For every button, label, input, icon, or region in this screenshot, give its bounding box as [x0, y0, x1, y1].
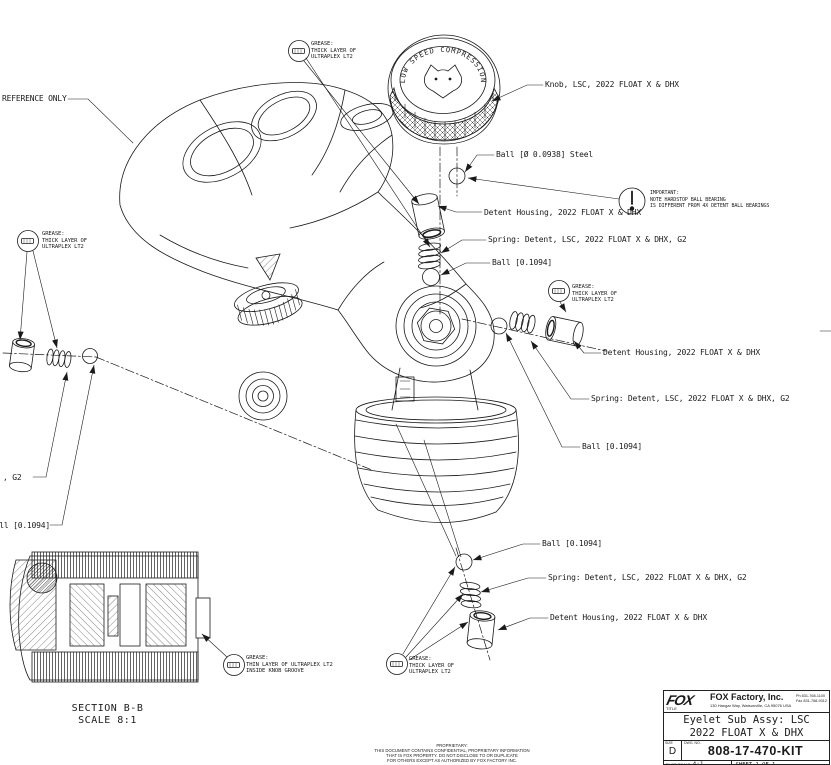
sheet-label: SHEET 1 OF 1: [730, 761, 829, 765]
eyelet-bore: [395, 285, 477, 367]
drawing-title: Eyelet Sub Assy: LSC 2022 FLOAT X & DHX: [683, 713, 810, 739]
company-name: FOX Factory, Inc.: [710, 692, 784, 702]
callout-spring-detent-right: Spring: Detent, LSC, 2022 FLOAT X & DHX,…: [591, 394, 790, 403]
leader-lines: [32, 84, 602, 631]
centerlines: [2, 146, 607, 661]
callout-ball-bottom: Ball [0.1094]: [542, 539, 603, 548]
knob-face-text: LOW SPEED COMPRESSION: [399, 46, 486, 83]
callout-detent-housing-mid: Detent Housing, 2022 FLOAT X & DHX: [484, 208, 641, 217]
note-important: IMPORTANT: NOTE HARDSTOP BALL BEARING IS…: [650, 190, 770, 209]
grease-balloon-right: [548, 280, 570, 313]
callout-spring-detent-bottom: Spring: Detent, LSC, 2022 FLOAT X & DHX,…: [548, 573, 747, 582]
grease-note-bottom-mid: GREASE: THICK LAYER OF ULTRAPLEX LT2: [409, 656, 454, 676]
company-address: 130 Hangar Way, Watsonville, CA 95076 US…: [710, 703, 792, 708]
scale-row: PLOT SCALE 4:1 SHEET 1 OF 1: [664, 761, 829, 765]
grease-balloons: [17, 40, 570, 676]
callout-partial-ball: Ball [0.1094]: [0, 521, 51, 530]
detent-stack-bottom: [455, 553, 496, 650]
callout-ball-mid: Ball [0.1094]: [492, 258, 553, 267]
svg-text:LOW SPEED COMPRESSION: LOW SPEED COMPRESSION: [399, 46, 487, 83]
plot-scale-label: PLOT SCALE: [666, 762, 691, 765]
callout-knob: Knob, LSC, 2022 FLOAT X & DHX: [545, 80, 679, 89]
grease-balloon-top: [288, 40, 431, 248]
knob-drawing: LOW SPEED COMPRESSION: [387, 34, 501, 145]
size-value: D: [668, 746, 677, 757]
section-bb-view: [9, 551, 211, 683]
callout-ball-right: Ball [0.1094]: [582, 442, 643, 451]
callout-spring-detent-mid: Spring: Detent, LSC, 2022 FLOAT X & DHX,…: [488, 235, 687, 244]
ribbed-cup: [354, 367, 519, 523]
grease-note-right: GREASE: THICK LAYER OF ULTRAPLEX LT2: [572, 284, 617, 304]
callout-partial-g2: , G2: [3, 473, 22, 482]
dwg-number: 808-17-470-KIT: [707, 744, 804, 758]
drawing-number-row: SIZE D DWG. NO. 808-17-470-KIT: [664, 741, 829, 761]
callout-detent-housing-right: Detent Housing, 2022 FLOAT X & DHX: [603, 348, 760, 357]
section-view-label: SECTION B-B SCALE 8:1: [71, 703, 144, 726]
detent-stack-right: [490, 311, 584, 347]
grease-balloon-bottom-left: [201, 633, 245, 676]
hardstop-warning-icon: [467, 176, 646, 215]
size-cell: SIZE D: [664, 741, 682, 760]
plot-scale-value: 4:1: [692, 761, 704, 765]
callout-detent-housing-bottom: Detent Housing, 2022 FLOAT X & DHX: [550, 613, 707, 622]
detent-stack-left: [9, 338, 98, 373]
dwg-cell: DWG. NO. 808-17-470-KIT: [682, 741, 829, 760]
install-lines: [395, 330, 831, 558]
dwg-label: DWG. NO.: [684, 741, 701, 745]
grease-tube-icon: [21, 238, 34, 244]
title-block: FOX FOX Factory, Inc. 130 Hangar Way, Wa…: [663, 690, 830, 765]
threaded-port: [238, 371, 288, 421]
title-label: TITLE: [666, 706, 677, 711]
detent-ball-mid: [422, 268, 440, 286]
grease-note-left: GREASE: THICK LAYER OF ULTRAPLEX LT2: [42, 231, 87, 251]
grease-tube-icon: [227, 662, 240, 668]
grease-tube-icon: [292, 48, 305, 54]
fox-head-logo: [424, 64, 462, 99]
size-label: SIZE: [665, 741, 673, 745]
grease-note-bottom-left: GREASE: THIN LAYER OF ULTRAPLEX LT2 INSI…: [246, 655, 333, 675]
grease-tube-icon: [552, 288, 565, 294]
title-block-header: FOX FOX Factory, Inc. 130 Hangar Way, Wa…: [664, 691, 829, 713]
company-phone-fax: Ph 831-768-1100 Fax 831-768-9312: [795, 694, 827, 703]
proprietary-notice: PROPRIETARY: THIS DOCUMENT CONTAINS CONF…: [374, 743, 530, 764]
callout-ball-steel: Ball [Ø 0.0938] Steel: [496, 150, 593, 159]
drawing-title-row: Eyelet Sub Assy: LSC 2022 FLOAT X & DHX: [664, 713, 829, 741]
grease-balloon-bottom-mid: [386, 566, 469, 675]
callout-reference-only: REFERENCE ONLY: [2, 94, 67, 103]
grease-note-top: GREASE: THICK LAYER OF ULTRAPLEX LT2: [311, 41, 356, 61]
eyelet-body-drawing: [119, 82, 519, 523]
grease-tube-icon: [390, 661, 403, 667]
grease-balloon-left: [17, 230, 58, 349]
